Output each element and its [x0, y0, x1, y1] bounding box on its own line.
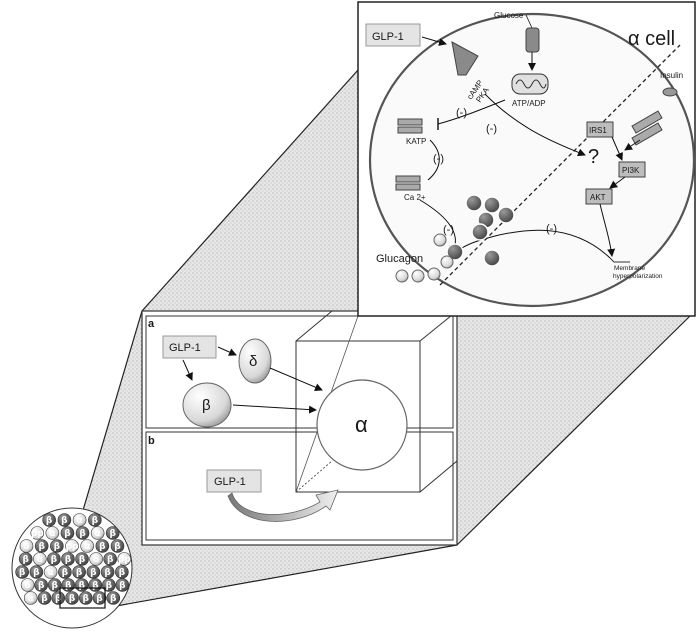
islet-cell-label: β [65, 555, 72, 565]
islet-cell-label: β [33, 568, 40, 578]
islet-cell-label: α [48, 568, 54, 578]
islet-cell-label: β [23, 555, 30, 565]
katp-channel-icon [398, 119, 422, 125]
islet-cell-label: β [64, 529, 71, 539]
islet-cell-label: β [79, 529, 86, 539]
islet-cell-label: β [119, 568, 126, 578]
islet-cell-label: β [106, 581, 113, 591]
islet-cell-label: α [28, 594, 34, 604]
inhibit-1: (-) [456, 107, 467, 119]
membrane-hyperpolarization-line2: hyperpolarization [613, 273, 663, 280]
islet-cell-label: β [46, 516, 53, 526]
islet-cell-label: β [76, 568, 83, 578]
insulin-icon [663, 88, 677, 96]
islet-cell-label: β [41, 594, 48, 604]
islet-cell-label: β [92, 581, 99, 591]
islet-cell-label: β [19, 568, 26, 578]
panel-b-label: b [148, 435, 155, 447]
akt-label: AKT [590, 193, 606, 202]
panel-b-box [146, 432, 453, 540]
islet-cell-label: β [99, 542, 106, 552]
islet-cell-label: β [62, 568, 69, 578]
islet-cell-label: β [38, 542, 45, 552]
islet-cell-label: β [104, 568, 111, 578]
inhibit-5: (-) [546, 223, 557, 235]
panel-a-glp1-label: GLP-1 [169, 342, 201, 354]
irs1-label: IRS1 [589, 126, 607, 135]
islet-cell-label: pp [118, 555, 131, 565]
islet-cell-label: β [92, 516, 99, 526]
islet-cell-label: β [79, 581, 86, 591]
islet-cell-label: β [114, 542, 121, 552]
alpha-label: α [355, 412, 368, 437]
beta-label: β [202, 397, 211, 414]
islet-cell-label: β [38, 581, 45, 591]
islet-cell-label: β [110, 594, 117, 604]
katp-label: KATP [406, 137, 426, 146]
islet-cell-label: δ [25, 581, 31, 591]
panel-a-label: a [148, 318, 155, 330]
islet-cell-label: α [84, 542, 90, 552]
islet-cell-label: δ [93, 555, 99, 565]
islet-cell-label: α [37, 555, 43, 565]
islet-cell-label: β [96, 594, 103, 604]
islet-cell-label: α [95, 529, 101, 539]
islet-cell-label: α [77, 516, 83, 526]
islet-cell-label: β [119, 581, 126, 591]
islet-cell-label: α [49, 529, 55, 539]
inhibit-4: (-) [443, 224, 454, 236]
islet-cell-label: β [79, 555, 86, 565]
glucose-label: Glucose [494, 11, 524, 20]
delta-label: δ [249, 353, 257, 370]
islet-cell-label: pp [66, 542, 79, 552]
islet-cell-label: β [55, 594, 62, 604]
inhibit-3: (-) [433, 153, 444, 165]
atp-adp-label: ATP/ADP [512, 99, 546, 108]
islet-cell-label: δ [23, 542, 29, 552]
islet-cell-label: β [69, 594, 76, 604]
zoom-glp1-label: GLP-1 [372, 31, 404, 43]
islet-cell-label: β [61, 516, 68, 526]
inhibit-2: (-) [486, 123, 497, 135]
panel-b-glp1-label: GLP-1 [214, 476, 246, 488]
insulin-label: Insulin [660, 71, 683, 80]
islet-cell-label: β [107, 555, 114, 565]
islet-cell-label: β [51, 555, 58, 565]
ca-label: Ca 2+ [404, 193, 426, 202]
islet-cell-label: β [109, 529, 116, 539]
islet-cell-label: β [65, 581, 72, 591]
membrane-hyperpolarization-line1: Membrane [614, 265, 645, 272]
mitochondria-icon [512, 74, 548, 94]
islet-cell-label: β [90, 568, 97, 578]
alpha-cell-title: α cell [628, 28, 675, 50]
question-mark: ? [588, 146, 599, 168]
islet-cell-label: β [83, 594, 90, 604]
islet-cell-label: β [51, 581, 58, 591]
ca-channel-icon [396, 176, 420, 182]
pi3k-label: PI3K [622, 166, 640, 175]
islet-cell-label: β [54, 542, 61, 552]
islet-cell-label: pp [31, 529, 44, 539]
islet [12, 508, 132, 628]
glucagon-label: Glucagon [376, 253, 423, 265]
glucose-transporter-icon [526, 28, 539, 52]
